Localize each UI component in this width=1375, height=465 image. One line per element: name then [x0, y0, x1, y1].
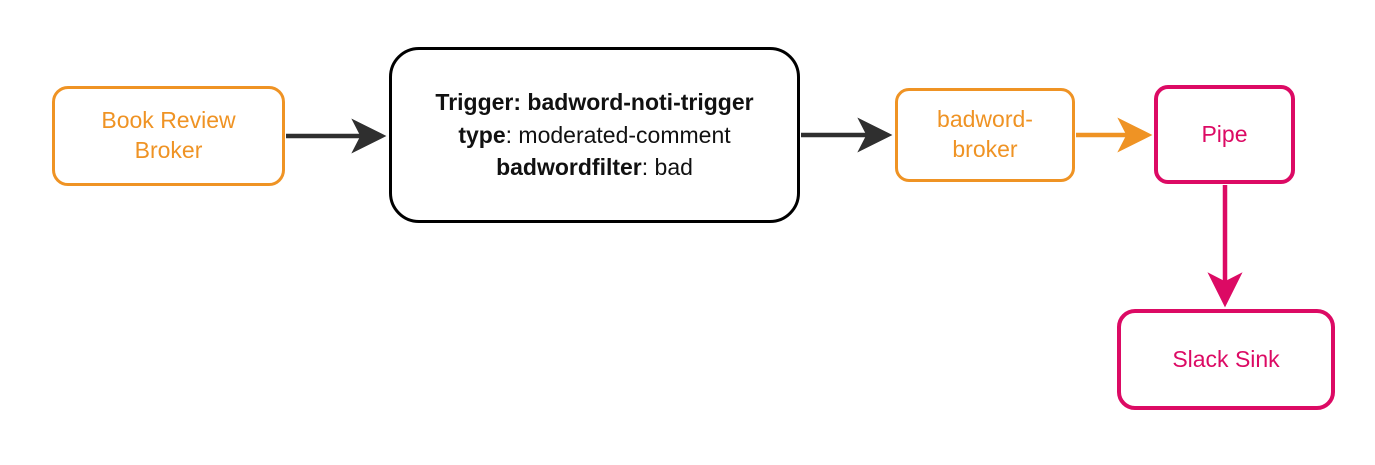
trigger-line-1: Trigger: badword-noti-trigger: [435, 86, 753, 119]
node-slack-sink[interactable]: Slack Sink: [1117, 309, 1335, 410]
node-pipe-label: Pipe: [1201, 120, 1248, 147]
trigger-line-2-value: : moderated-comment: [505, 121, 731, 148]
node-book-review-broker[interactable]: Book Review Broker: [52, 86, 285, 186]
trigger-line-3: badwordfilter: bad: [435, 151, 753, 184]
trigger-line-1-key: Trigger:: [435, 89, 522, 116]
node-trigger[interactable]: Trigger: badword-noti-trigger type: mode…: [389, 47, 800, 223]
trigger-line-3-key: badwordfilter: [496, 154, 642, 181]
node-slack-sink-label: Slack Sink: [1172, 345, 1280, 372]
node-badword-broker[interactable]: badword- broker: [895, 88, 1075, 182]
node-book-review-broker-label: Book Review Broker: [101, 107, 236, 163]
trigger-line-2-key: type: [458, 121, 506, 148]
node-badword-broker-label: badword- broker: [937, 106, 1033, 162]
node-pipe[interactable]: Pipe: [1154, 85, 1295, 184]
trigger-line-3-value: : bad: [641, 154, 693, 181]
trigger-line-1-value: badword-noti-trigger: [521, 89, 754, 116]
trigger-line-2: type: moderated-comment: [435, 119, 753, 152]
node-trigger-label: Trigger: badword-noti-trigger type: mode…: [435, 86, 753, 184]
